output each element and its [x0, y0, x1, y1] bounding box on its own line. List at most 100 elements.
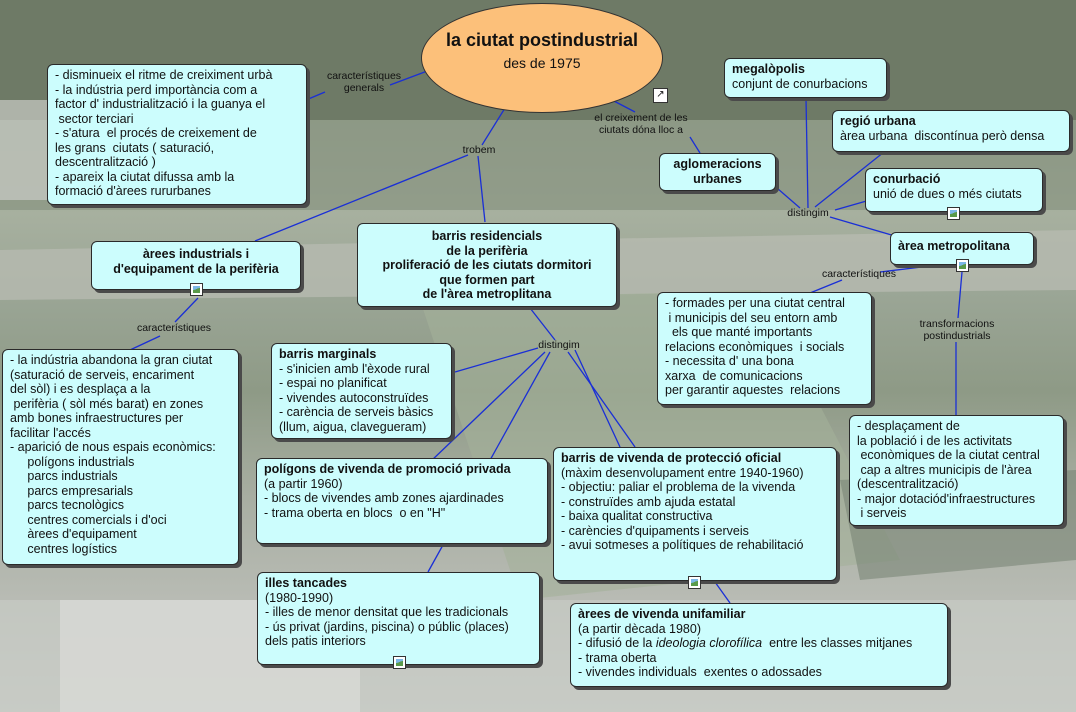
- node-barris-marginals[interactable]: barris marginals - s'inicien amb l'èxode…: [271, 343, 452, 439]
- text-line: - disminueix el ritme de creiximent urbà: [55, 68, 299, 83]
- text-line: sector terciari: [55, 112, 299, 127]
- node-metro-caracteristiques[interactable]: - formades per una ciutat central i muni…: [657, 292, 872, 405]
- node-title: polígons de vivenda de promoció privada: [264, 462, 540, 477]
- label-caracteristiques-generals: característiques generals: [318, 70, 410, 94]
- text-line: xarxa de comunicacions: [665, 369, 864, 384]
- text-line: - la indústria perd importància com a: [55, 83, 299, 98]
- text-line: factor d' industrialització i la guanya …: [55, 97, 299, 112]
- text-line: formació d'àrees rururbanes: [55, 184, 299, 199]
- emphasis-ideologia: ideologia clorofílica: [656, 636, 762, 650]
- text-line: facilitar l'accés: [10, 426, 231, 441]
- text-line: - blocs de vivendes amb zones ajardinade…: [264, 491, 540, 506]
- node-caracteristiques-generals[interactable]: - disminueix el ritme de creiximent urbà…: [47, 64, 307, 205]
- title-line: proliferació de les ciutats dormitori: [365, 258, 609, 273]
- text-line: dels patis interiors: [265, 634, 532, 649]
- text-line: - la indústria abandona la gran ciutat: [10, 353, 231, 368]
- text-line: els que manté importants: [665, 325, 864, 340]
- text-line: i serveis: [857, 506, 1056, 521]
- node-title: regió urbana: [840, 114, 1062, 129]
- text-line: - s'inicien amb l'èxode rural: [279, 362, 444, 377]
- node-title: àrees de vivenda unifamiliar: [578, 607, 940, 622]
- text-line: les grans ciutats ( saturació,: [55, 141, 299, 156]
- root-subtitle: des de 1975: [422, 55, 662, 71]
- text-line: - s'atura el procés de creixement de: [55, 126, 299, 141]
- title-line: àrees industrials i: [99, 247, 293, 262]
- label-caracteristiques-right: característiques: [815, 268, 903, 280]
- text-line: àrees d'equipament: [10, 527, 231, 542]
- text-line: - apareix la ciutat difussa amb la: [55, 170, 299, 185]
- node-metro-transformacions[interactable]: - desplaçament de la població i de les a…: [849, 415, 1064, 526]
- label-distingim-center: distingim: [533, 339, 585, 351]
- text-line: - ús privat (jardins, piscina) o públic …: [265, 620, 532, 635]
- text-line: polígons industrials: [10, 455, 231, 470]
- node-conurbacio[interactable]: conurbació unió de dues o més ciutats: [865, 168, 1043, 212]
- text-line: (1980-1990): [265, 591, 532, 606]
- text-line: centres logístics: [10, 542, 231, 557]
- node-aglomeracions-urbanes[interactable]: aglomeracions urbanes: [659, 153, 776, 191]
- text-line: centres comercials i d'oci: [10, 513, 231, 528]
- text-line: conjunt de conurbacions: [732, 77, 879, 92]
- text-line: relacions econòmiques i socials: [665, 340, 864, 355]
- text-line: amb bones infraestructures per: [10, 411, 231, 426]
- title-line: que formen part: [365, 273, 609, 288]
- node-title: barris de vivenda de protecció oficial: [561, 451, 829, 466]
- text-line: perifèria ( sòl més barat) en zones: [10, 397, 231, 412]
- image-icon[interactable]: [956, 259, 969, 272]
- text-line: - aparició de nous espais econòmics:: [10, 440, 231, 455]
- text-line: parcs tecnològics: [10, 498, 231, 513]
- label-trobem: trobem: [455, 144, 503, 156]
- text-line: - construïdes amb ajuda estatal: [561, 495, 829, 510]
- title-line: d'equipament de la perifèria: [99, 262, 293, 277]
- text-line: - carència de serveis bàsics: [279, 405, 444, 420]
- text-line: (descentralització): [857, 477, 1056, 492]
- text-line: la població i de les activitats: [857, 434, 1056, 449]
- external-link-icon[interactable]: ↗: [653, 88, 668, 103]
- text-line: - difusió de la ideologia clorofílica en…: [578, 636, 940, 651]
- node-vivenda-unifamiliar[interactable]: àrees de vivenda unifamiliar (a partir d…: [570, 603, 948, 687]
- text-line: parcs empresarials: [10, 484, 231, 499]
- node-barris-residencials[interactable]: barris residencials de la perifèria prol…: [357, 223, 617, 307]
- label-creixement: el creixement de les ciutats dóna lloc a: [582, 112, 700, 136]
- text-line: unió de dues o més ciutats: [873, 187, 1035, 202]
- text-line: - baixa qualitat constructiva: [561, 509, 829, 524]
- image-icon[interactable]: [190, 283, 203, 296]
- text-line: - carències d'quipaments i serveis: [561, 524, 829, 539]
- label-distingim-right: distingim: [782, 207, 834, 219]
- node-industrials-detail[interactable]: - la indústria abandona la gran ciutat (…: [2, 349, 239, 565]
- text-fragment: - difusió de la: [578, 636, 656, 650]
- text-line: econòmiques de la ciutat central: [857, 448, 1056, 463]
- title-line: aglomeracions: [667, 157, 768, 172]
- text-line: (llum, aigua, clavegueram): [279, 420, 444, 435]
- node-proteccio-oficial[interactable]: barris de vivenda de protecció oficial (…: [553, 447, 837, 581]
- node-title: illes tancades: [265, 576, 532, 591]
- node-title: conurbació: [873, 172, 1035, 187]
- node-illes-tancades[interactable]: illes tancades (1980-1990) - illes de me…: [257, 572, 540, 665]
- text-line: - espai no planificat: [279, 376, 444, 391]
- text-line: per garantir aquestes relacions: [665, 383, 864, 398]
- node-regio-urbana[interactable]: regió urbana àrea urbana discontínua per…: [832, 110, 1070, 152]
- label-caracteristiques-left: característiques: [130, 322, 218, 334]
- text-line: - trama oberta: [578, 651, 940, 666]
- title-line: barris residencials: [365, 229, 609, 244]
- image-icon[interactable]: [947, 207, 960, 220]
- text-line: - trama oberta en blocs o en "H": [264, 506, 540, 521]
- text-line: - avui sotmeses a polítiques de rehabili…: [561, 538, 829, 553]
- text-line: descentralització ): [55, 155, 299, 170]
- text-line: i municipis del seu entorn amb: [665, 311, 864, 326]
- node-megalopolis[interactable]: megalòpolis conjunt de conurbacions: [724, 58, 887, 98]
- image-icon[interactable]: [393, 656, 406, 669]
- node-title: barris marginals: [279, 347, 444, 362]
- title-line: de la perifèria: [365, 244, 609, 259]
- image-icon[interactable]: [688, 576, 701, 589]
- text-line: - objectiu: paliar el problema de la viv…: [561, 480, 829, 495]
- text-line: cap a altres municipis de l'àrea: [857, 463, 1056, 478]
- node-title: megalòpolis: [732, 62, 879, 77]
- node-poligons-vivenda[interactable]: polígons de vivenda de promoció privada …: [256, 458, 548, 544]
- root-node-ciutat-postindustrial[interactable]: la ciutat postindustrial des de 1975: [421, 3, 663, 113]
- label-transformacions: transformacions postindustrials: [906, 318, 1008, 342]
- node-title: àrea metropolitana: [898, 239, 1026, 254]
- title-line: urbanes: [667, 172, 768, 187]
- text-line: - illes de menor densitat que les tradic…: [265, 605, 532, 620]
- text-line: - necessita d' una bona: [665, 354, 864, 369]
- text-line: àrea urbana discontínua però densa: [840, 129, 1062, 144]
